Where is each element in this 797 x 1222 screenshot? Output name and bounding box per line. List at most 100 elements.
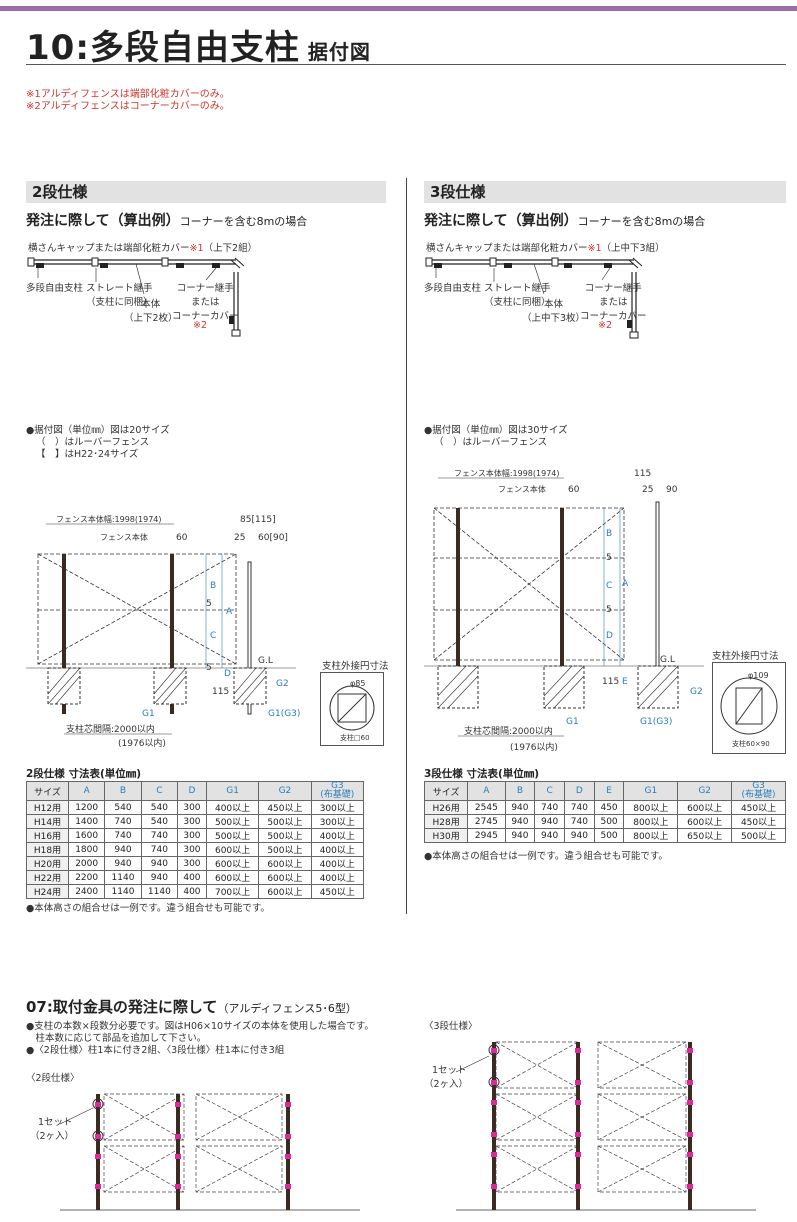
dim-115-3dan: 115: [634, 469, 651, 479]
table-cell: 400: [177, 884, 207, 899]
table-cell: 500以上: [258, 814, 312, 829]
table-cell: 300: [177, 828, 207, 843]
col-size: サイズ: [26, 781, 69, 801]
table-cell: 740: [140, 828, 179, 843]
table-cell: 450以上: [731, 814, 786, 829]
table-cell: 600以上: [258, 856, 312, 871]
install-note-2dan-3: 【 】はH22･24サイズ: [36, 449, 139, 460]
table-cell: 400以上: [205, 800, 260, 815]
table-cell: 740: [563, 814, 595, 829]
cap-mark-2dan: ※1: [189, 243, 204, 254]
table-cell: 600以上: [677, 800, 733, 815]
table-cell: 600以上: [205, 842, 260, 857]
row-size-cell: H28用: [423, 814, 469, 829]
row-size-cell: H16用: [26, 828, 69, 843]
label-3dan-bottom: 〈3段仕様〉: [424, 1021, 478, 1032]
install-note-2dan-2: （ ）はルーバーフェンス: [36, 437, 150, 448]
table-cell: 600以上: [258, 884, 312, 899]
install-note-2dan-1: ●据付図（単位㎜）図は20サイズ: [26, 425, 170, 436]
table-cell: 600以上: [205, 870, 260, 885]
letter-e-3dan: E: [622, 677, 628, 687]
order-sub-3dan: コーナーを含む8mの場合: [577, 215, 706, 228]
col-g1-3: G1: [623, 781, 679, 801]
body-label-3dan: 本体 （上中下3枚）: [522, 299, 586, 324]
fence-body-3dan: フェンス本体: [498, 484, 546, 494]
col-a-3: A: [467, 781, 506, 801]
col-d: D: [177, 781, 207, 801]
bracket-diagram-2dan: [60, 1093, 360, 1211]
hole-post-3dan: 支柱60×90: [732, 739, 770, 748]
bottom-note-1: ●支柱の本数×段数分必要です。図はH06×10サイズの本体を使用した場合です。: [26, 1021, 374, 1032]
letter-a-3dan: A: [622, 579, 629, 589]
post-label-2dan: 多段自由支柱: [26, 283, 84, 294]
table-caption-3dan: 3段仕様 寸法表(単位㎜): [424, 768, 540, 780]
dim-60-3dan: 60: [568, 485, 580, 495]
table-cell: 600以上: [205, 856, 260, 871]
cap-label-2dan: 横さんキャップまたは端部化粧カバー※1（上下2組）: [28, 240, 257, 254]
table-cell: 940: [504, 800, 536, 815]
bottom-note-3: ●〈2段仕様〉柱1本に付き2組、〈3段仕様〉柱1本に付き3組: [26, 1045, 285, 1056]
table-cell: 1200: [67, 800, 106, 815]
table-cell: 940: [534, 814, 565, 829]
table-cell: 300以上: [310, 814, 365, 829]
hole-post-2dan: 支柱□60: [340, 733, 370, 742]
order-sub-2dan: コーナーを含む8mの場合: [179, 215, 308, 228]
g1g3-3dan: G1(G3): [640, 717, 672, 727]
table-cell: 1800: [67, 842, 106, 857]
letter-5a-3dan: 5: [606, 553, 612, 563]
table-cell: 2945: [467, 828, 506, 843]
table-cell: 540: [140, 814, 179, 829]
table-cell: 650以上: [677, 828, 733, 843]
section-3dan-title: 3段仕様: [424, 181, 786, 203]
table-cell: 600以上: [677, 814, 733, 829]
post-left-2dan: [62, 554, 66, 714]
dim-25-3dan: 25: [642, 485, 653, 495]
letter-c-2dan: C: [210, 631, 216, 641]
table-cell: 740: [534, 800, 565, 815]
post-mid-2dan: [170, 554, 174, 714]
table-cell: 2200: [67, 870, 106, 885]
table-cell: 940: [534, 828, 565, 843]
post-label-3dan: 多段自由支柱: [424, 283, 482, 294]
row-size-cell: H24用: [26, 884, 69, 899]
title-subtitle: 据付図: [307, 40, 371, 64]
set-label-2dan-line1: 1セット: [38, 1117, 73, 1128]
table-cell: 300: [177, 842, 207, 857]
bottom-heading-sub: （アルディフェンス5･6型）: [217, 1002, 357, 1015]
row-size-cell: H14用: [26, 814, 69, 829]
table-cell: 740: [563, 800, 595, 815]
table-cell: 400以上: [310, 870, 365, 885]
letter-a-2dan: A: [226, 607, 233, 617]
table-note-2dan: ●本体高さの組合せは一例です。違う組合せも可能です。: [26, 903, 270, 914]
set-label-3dan-line2: （2ヶ入）: [424, 1079, 469, 1090]
bottom-heading: 07:取付金具の発注に際して（アルディフェンス5･6型）: [26, 996, 357, 1017]
table-header-row-3dan: サイズ A B C D E G1 G2 G3 (布基礎): [423, 781, 786, 801]
order-heading-2dan: 発注に際して（算出例）コーナーを含む8mの場合: [26, 210, 307, 230]
letter-b-2dan: B: [210, 581, 216, 591]
table-cell: 800以上: [623, 828, 679, 843]
fence-width-3dan: フェンス本体幅:1998(1974): [454, 468, 560, 478]
letter-d-2dan: D: [224, 669, 231, 679]
g2-3dan: G2: [690, 687, 703, 697]
corner-label-2dan: コーナー継手 または コーナーカバー: [172, 283, 239, 322]
plan-diagram-2dan: [27, 257, 245, 337]
row-size-cell: H18用: [26, 842, 69, 857]
table-cell: 500以上: [258, 842, 312, 857]
row-size-cell: H20用: [26, 856, 69, 871]
cap-mark-3dan: ※1: [587, 243, 602, 254]
table-cell: 940: [104, 856, 142, 871]
bracket-diagram-3dan: [456, 1041, 756, 1211]
row-size-cell: H22用: [26, 870, 69, 885]
section-3dan-label: 3段仕様: [430, 183, 486, 201]
joint-label-2dan: ストレート継手 （支柱に同梱）: [86, 283, 153, 308]
corner-mark-3dan: ※2: [598, 320, 613, 331]
hole-title-3dan: 支柱外接円寸法: [712, 651, 779, 662]
